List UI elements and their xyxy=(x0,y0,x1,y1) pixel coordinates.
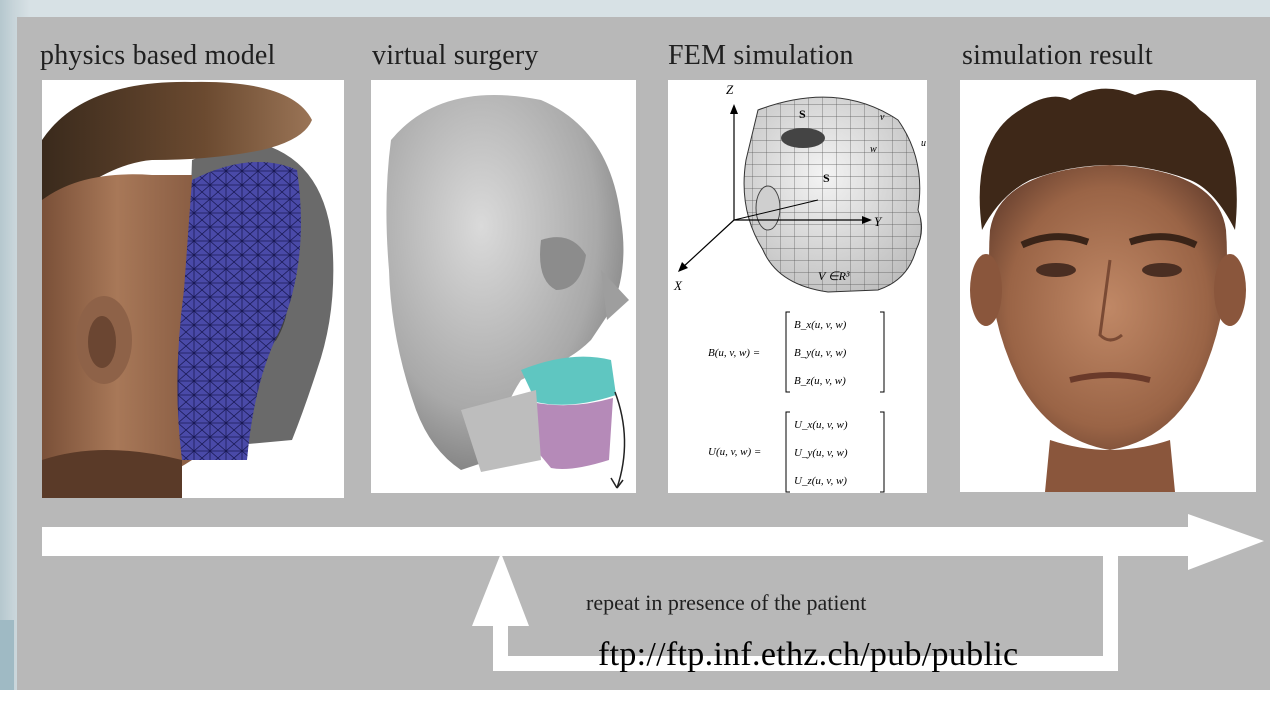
slide-bottom-margin xyxy=(0,690,1270,703)
source-url[interactable]: ftp://ftp.inf.ethz.ch/pub/public xyxy=(598,636,1018,674)
forward-arrow xyxy=(42,514,1264,570)
loop-caption: repeat in presence of the patient xyxy=(586,590,866,616)
